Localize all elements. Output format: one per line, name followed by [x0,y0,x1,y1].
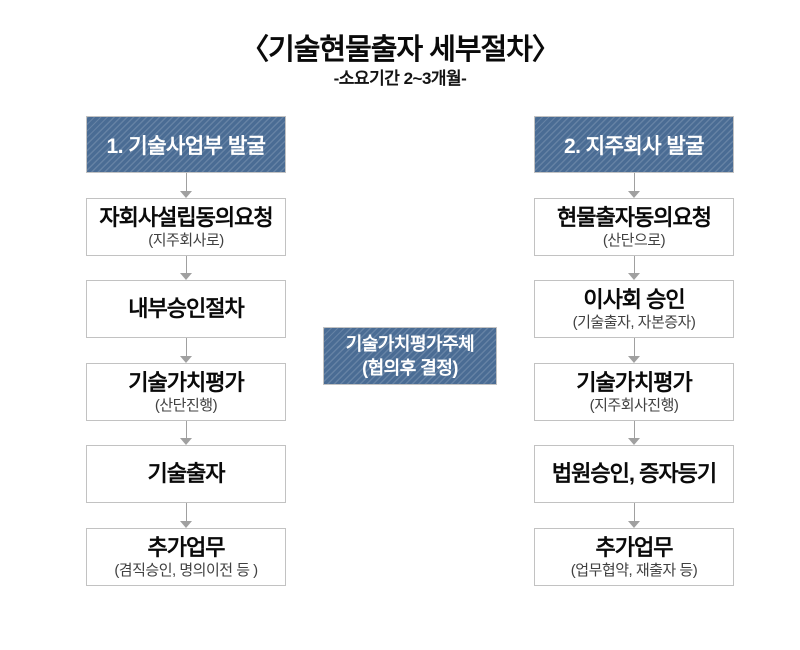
step-box: 추가업무 (업무협약, 재출자 등) [534,528,734,586]
page-subtitle: -소요기간 2~3개월- [333,69,467,88]
step-main: 기술가치평가 [128,369,244,395]
page-title: 〈기술현물출자 세부절차〉 [240,34,561,66]
center-note-line1: 기술가치평가주체 [345,334,475,354]
step-box: 내부승인절차 [86,280,286,338]
step-main: 추가업무 [595,534,674,560]
step-box: 추가업무 (겸직승인, 명의이전 등 ) [86,528,286,586]
step-box: 자회사설립동의요청 (지주회사로) [86,198,286,256]
arrow-down-icon [180,421,192,445]
arrow-down-icon [628,256,640,280]
step-main: 현물출자동의요청 [557,204,712,230]
step-box: 현물출자동의요청 (산단으로) [534,198,734,256]
step-sub: (지주회사로) [148,231,224,249]
arrow-down-icon [180,256,192,280]
center-note-line2: (협의후 결정) [362,358,458,378]
arrow-down-icon [628,338,640,363]
center-note-box: 기술가치평가주체 (협의후 결정) [323,327,497,385]
arrow-down-icon [180,338,192,363]
step-box: 기술출자 [86,445,286,503]
step-sub: (지주회사진행) [589,396,679,414]
step-sub: (업무협약, 재출자 등) [570,561,698,579]
arrow-down-icon [628,503,640,528]
step-box: 이사회 승인 (기술출자, 자본증자) [534,280,734,338]
arrow-down-icon [628,173,640,198]
step-main: 기술가치평가 [576,369,692,395]
arrow-down-icon [628,421,640,445]
arrow-down-icon [180,173,192,198]
arrow-down-icon [180,503,192,528]
column-1-header: 1. 기술사업부 발굴 [86,116,286,173]
step-main: 내부승인절차 [128,296,244,321]
step-sub: (기술출자, 자본증자) [572,313,696,331]
step-main: 이사회 승인 [583,286,685,312]
step-box: 기술가치평가 (지주회사진행) [534,363,734,421]
step-main: 추가업무 [147,534,226,560]
step-main: 법원승인, 증자등기 [551,461,717,486]
column-2-header: 2. 지주회사 발굴 [534,116,734,173]
step-sub: (겸직승인, 명의이전 등 ) [114,561,258,579]
step-box: 기술가치평가 (산단진행) [86,363,286,421]
step-main: 자회사설립동의요청 [99,204,273,230]
step-sub: (산단으로) [602,231,666,249]
step-sub: (산단진행) [154,396,218,414]
step-box: 법원승인, 증자등기 [534,445,734,503]
step-main: 기술출자 [147,461,226,486]
